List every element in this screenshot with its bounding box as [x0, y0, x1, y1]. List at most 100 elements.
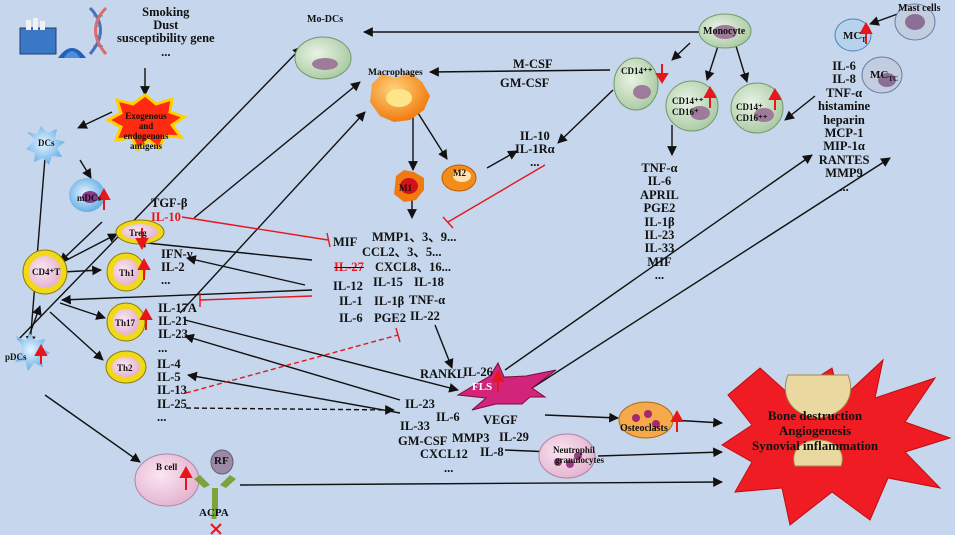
mono-mif: MIF: [647, 254, 672, 269]
mcsf-label: M-CSF: [513, 57, 553, 71]
antigens-label: Exogenous and endogenous antigens: [123, 111, 169, 151]
macro-il15: IL-15: [373, 275, 403, 289]
m1-label: M1: [399, 183, 412, 193]
cd4t-label: CD4⁺T: [32, 267, 60, 277]
th17-il17a: IL-17A: [158, 301, 197, 315]
myeloid-cells: [294, 3, 936, 479]
m2-label: M2: [453, 168, 466, 178]
th1-ifng: IFN-γ: [161, 247, 193, 261]
fls-gmcsf: GM-CSF: [398, 434, 448, 448]
outcome-list: Bone destruction Angiogenesis Synovial i…: [752, 408, 878, 453]
monocyte-products: TNF-α IL-6 APRIL PGE2 IL-1β IL-23 IL-33 …: [640, 161, 679, 283]
fls-il33: IL-33: [400, 419, 430, 433]
m2-il1ra: IL-1Rα: [515, 142, 555, 157]
mast-histamine: histamine: [818, 99, 871, 114]
neutrophil-line2: granulocytes: [555, 455, 604, 465]
mast-il6: IL-6: [832, 59, 856, 73]
mono-april: APRIL: [640, 187, 679, 202]
mast-cells-label: Mast cells: [898, 3, 941, 14]
trigger-icons: [19, 6, 108, 58]
mono-il1b: IL-1β: [644, 214, 675, 229]
th1-il2: IL-2: [161, 260, 185, 275]
mo-dcs-label: Mo-DCs: [307, 14, 344, 25]
cd14pp-label: CD14⁺⁺: [621, 66, 653, 76]
fls-cxcl12: CXCL12: [420, 447, 468, 461]
acpa-label: ACPA: [199, 507, 229, 519]
th2-cytokines: IL-4 IL-5 IL-13 IL-25 ...: [157, 357, 187, 424]
fls-label: FLS: [472, 381, 493, 393]
joint-bone-graphic: [784, 374, 852, 467]
th2-il25: IL-25: [157, 396, 187, 411]
mast-tnfa: TNF-α: [825, 85, 863, 100]
fls-cell: [456, 361, 557, 411]
mast-products: IL-6 IL-8 TNF-α histamine heparin MCP-1 …: [818, 59, 871, 194]
mast-mip1a: MIP-1α: [823, 139, 865, 154]
fls-mmp3: MMP3: [452, 431, 490, 445]
mast-more: ...: [839, 179, 849, 194]
mast-rantes: RANTES: [818, 152, 870, 167]
m2-il10: IL-10: [519, 129, 550, 143]
fls-il23: IL-23: [405, 397, 435, 411]
osteoclasts-label: Osteoclasts: [620, 423, 668, 434]
cell-labels: DCs mDCs pDCs CD4⁺T Treg Th1 Th17 Th2 B …: [5, 66, 768, 472]
mc-tc-label: MCTC: [870, 69, 899, 84]
th2-il13: IL-13: [157, 383, 187, 398]
fls-il26: IL-26: [463, 365, 493, 379]
macro-pge2: PGE2: [374, 311, 406, 325]
cd14p-cd16pp-line1: CD14⁺: [736, 102, 763, 112]
fls-il8: IL-8: [480, 445, 504, 459]
mast-heparin: heparin: [823, 112, 865, 127]
th1-label: Th1: [119, 268, 135, 278]
mono-more: ...: [654, 268, 665, 283]
outcome-angiogenesis: Angiogenesis: [778, 423, 852, 438]
mdcs-label: mDCs: [77, 193, 101, 203]
macro-ccl: CCL2、3、5...: [362, 245, 442, 259]
th2-il5: IL-5: [157, 370, 181, 385]
mc-t-label: MCT: [843, 30, 866, 45]
treg-il10: IL-10: [151, 210, 181, 224]
outcome-bone-destruction: Bone destruction: [767, 408, 863, 423]
trigger-dust: Dust: [153, 18, 179, 33]
mono-tnfa: TNF-α: [641, 161, 678, 175]
outcome-burst: [721, 358, 952, 526]
mono-il33: IL-33: [644, 241, 675, 256]
macrophages-label: Macrophages: [368, 68, 423, 78]
macro-il22: IL-22: [410, 309, 440, 323]
red-indicator-arrows: [34, 21, 873, 490]
antigen-burst: [104, 93, 188, 153]
mast-mmp9: MMP9: [825, 166, 863, 181]
trigger-list: Smoking Dust susceptibility gene ...: [117, 5, 215, 59]
bcell-label: B cell: [156, 462, 178, 472]
m2-more: ...: [530, 155, 540, 170]
mono-il23: IL-23: [644, 228, 675, 243]
macro-il6: IL-6: [339, 311, 363, 325]
dcs-label: DCs: [38, 138, 55, 148]
macro-tnfa: TNF-α: [409, 293, 446, 307]
th1-more: ...: [161, 273, 171, 288]
th17-cytokines: IL-17A IL-21 IL-23 ...: [158, 301, 197, 355]
fls-il29: IL-29: [499, 430, 529, 444]
macro-mmp: MMP1、3、9...: [372, 230, 457, 244]
th2-label: Th2: [117, 363, 133, 373]
fls-il6: IL-6: [436, 410, 460, 424]
macro-il12: IL-12: [333, 279, 363, 293]
th17-il21: IL-21: [158, 314, 188, 329]
macro-il1b: IL-1β: [374, 294, 405, 308]
macro-il27: IL-27: [334, 260, 364, 274]
arrow-network: [17, 11, 904, 487]
mono-il6: IL-6: [647, 174, 672, 189]
cd14pp-cd16p-line2: CD16⁺: [672, 107, 699, 117]
trigger-gene: susceptibility gene: [117, 31, 215, 46]
macro-cxcl: CXCL8、16...: [375, 260, 452, 274]
macro-mif: MIF: [333, 235, 358, 249]
th2-more: ...: [157, 409, 167, 424]
trigger-smoking: Smoking: [142, 5, 190, 19]
macro-il18: IL-18: [414, 275, 444, 289]
th17-more: ...: [158, 340, 168, 355]
inhibition-lines: [181, 164, 546, 394]
gmcsf-label: GM-CSF: [500, 76, 550, 90]
mast-mcp1: MCP-1: [824, 126, 864, 141]
trigger-more: ...: [161, 44, 171, 59]
